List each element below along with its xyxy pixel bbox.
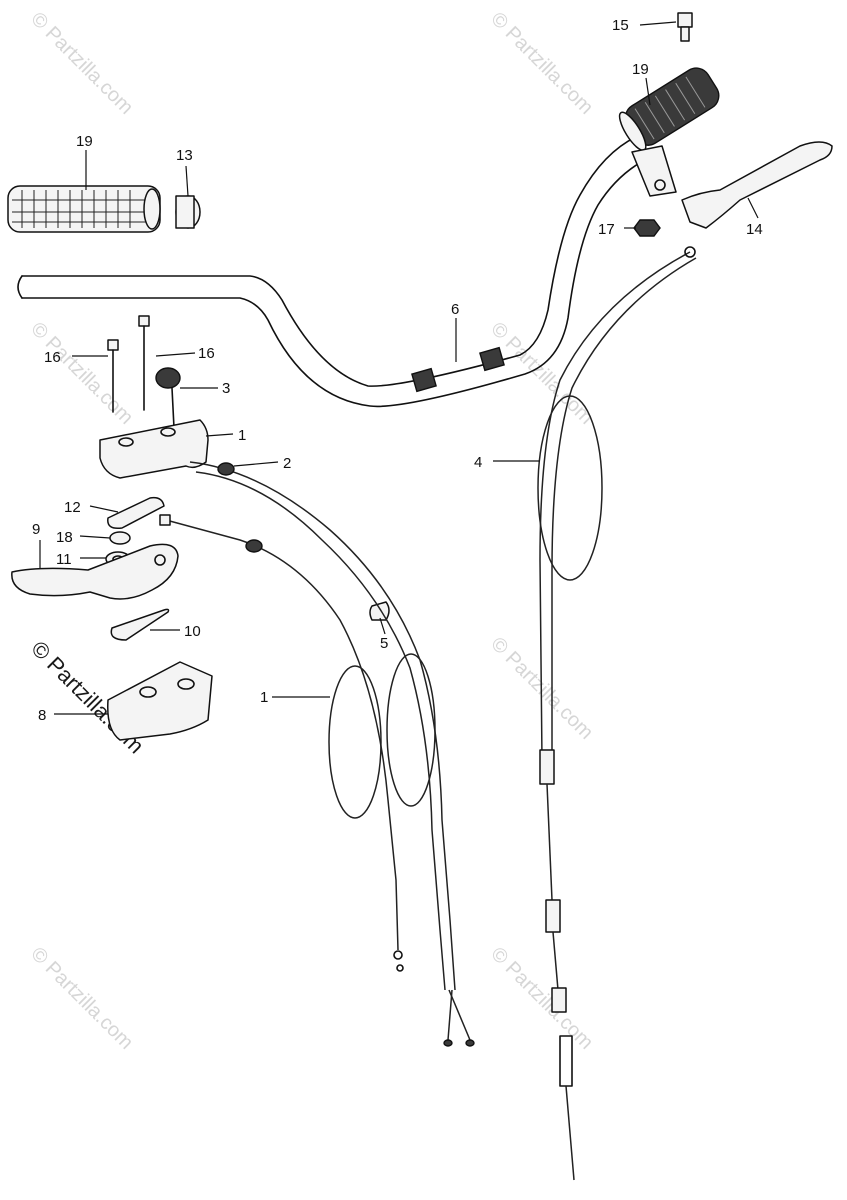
pivot-pin bbox=[110, 608, 170, 641]
callout-1-housing: 1 bbox=[238, 427, 246, 444]
callout-19-right: 19 bbox=[632, 61, 649, 78]
switch-harness bbox=[189, 461, 475, 1047]
callout-9: 9 bbox=[32, 521, 40, 538]
watermark: © Partzilla.com bbox=[486, 318, 597, 429]
pivot-bolt bbox=[677, 12, 693, 42]
callout-15: 15 bbox=[612, 17, 629, 34]
callout-4: 4 bbox=[474, 454, 482, 471]
throttle-cable bbox=[159, 514, 404, 972]
cable-clamp bbox=[369, 601, 390, 621]
watermark: © Partzilla.com bbox=[26, 318, 137, 429]
callout-1-cable: 1 bbox=[260, 689, 268, 706]
callout-10: 10 bbox=[184, 623, 201, 640]
watermark: © Partzilla.com bbox=[26, 943, 137, 1054]
collar bbox=[175, 195, 201, 229]
leader-lines bbox=[39, 21, 759, 715]
lever-plate bbox=[107, 496, 165, 530]
callout-5: 5 bbox=[380, 635, 388, 652]
callout-16-right: 16 bbox=[198, 345, 215, 362]
callout-18: 18 bbox=[56, 529, 73, 546]
callout-11: 11 bbox=[56, 551, 72, 568]
callout-12: 12 bbox=[64, 499, 81, 516]
switch-housing bbox=[99, 419, 209, 479]
left-grip bbox=[7, 185, 161, 233]
callout-17: 17 bbox=[598, 221, 615, 238]
callout-6: 6 bbox=[451, 301, 459, 318]
callouts: 15 19 19 13 14 17 6 16 16 3 1 2 4 12 9 1… bbox=[32, 17, 763, 724]
brake-lever bbox=[11, 543, 179, 600]
callout-16-left: 16 bbox=[44, 349, 61, 366]
lower-housing bbox=[107, 661, 213, 741]
clutch-cable bbox=[537, 246, 697, 1181]
callout-14: 14 bbox=[746, 221, 763, 238]
right-lever-bracket bbox=[631, 145, 677, 197]
watermark: © Partzilla.com bbox=[486, 943, 597, 1054]
callout-8: 8 bbox=[38, 707, 46, 724]
callout-19-left: 19 bbox=[76, 133, 93, 150]
watermark: © Partzilla.com bbox=[26, 8, 137, 119]
watermark: © Partzilla.com bbox=[486, 8, 597, 119]
callout-2: 2 bbox=[283, 455, 291, 472]
callout-3: 3 bbox=[222, 380, 230, 397]
switch-knob bbox=[155, 367, 181, 429]
clutch-lever bbox=[681, 141, 833, 229]
lever-nut bbox=[633, 219, 661, 237]
handlebar bbox=[17, 134, 656, 408]
callout-13: 13 bbox=[176, 147, 193, 164]
switch-screws bbox=[107, 315, 150, 413]
